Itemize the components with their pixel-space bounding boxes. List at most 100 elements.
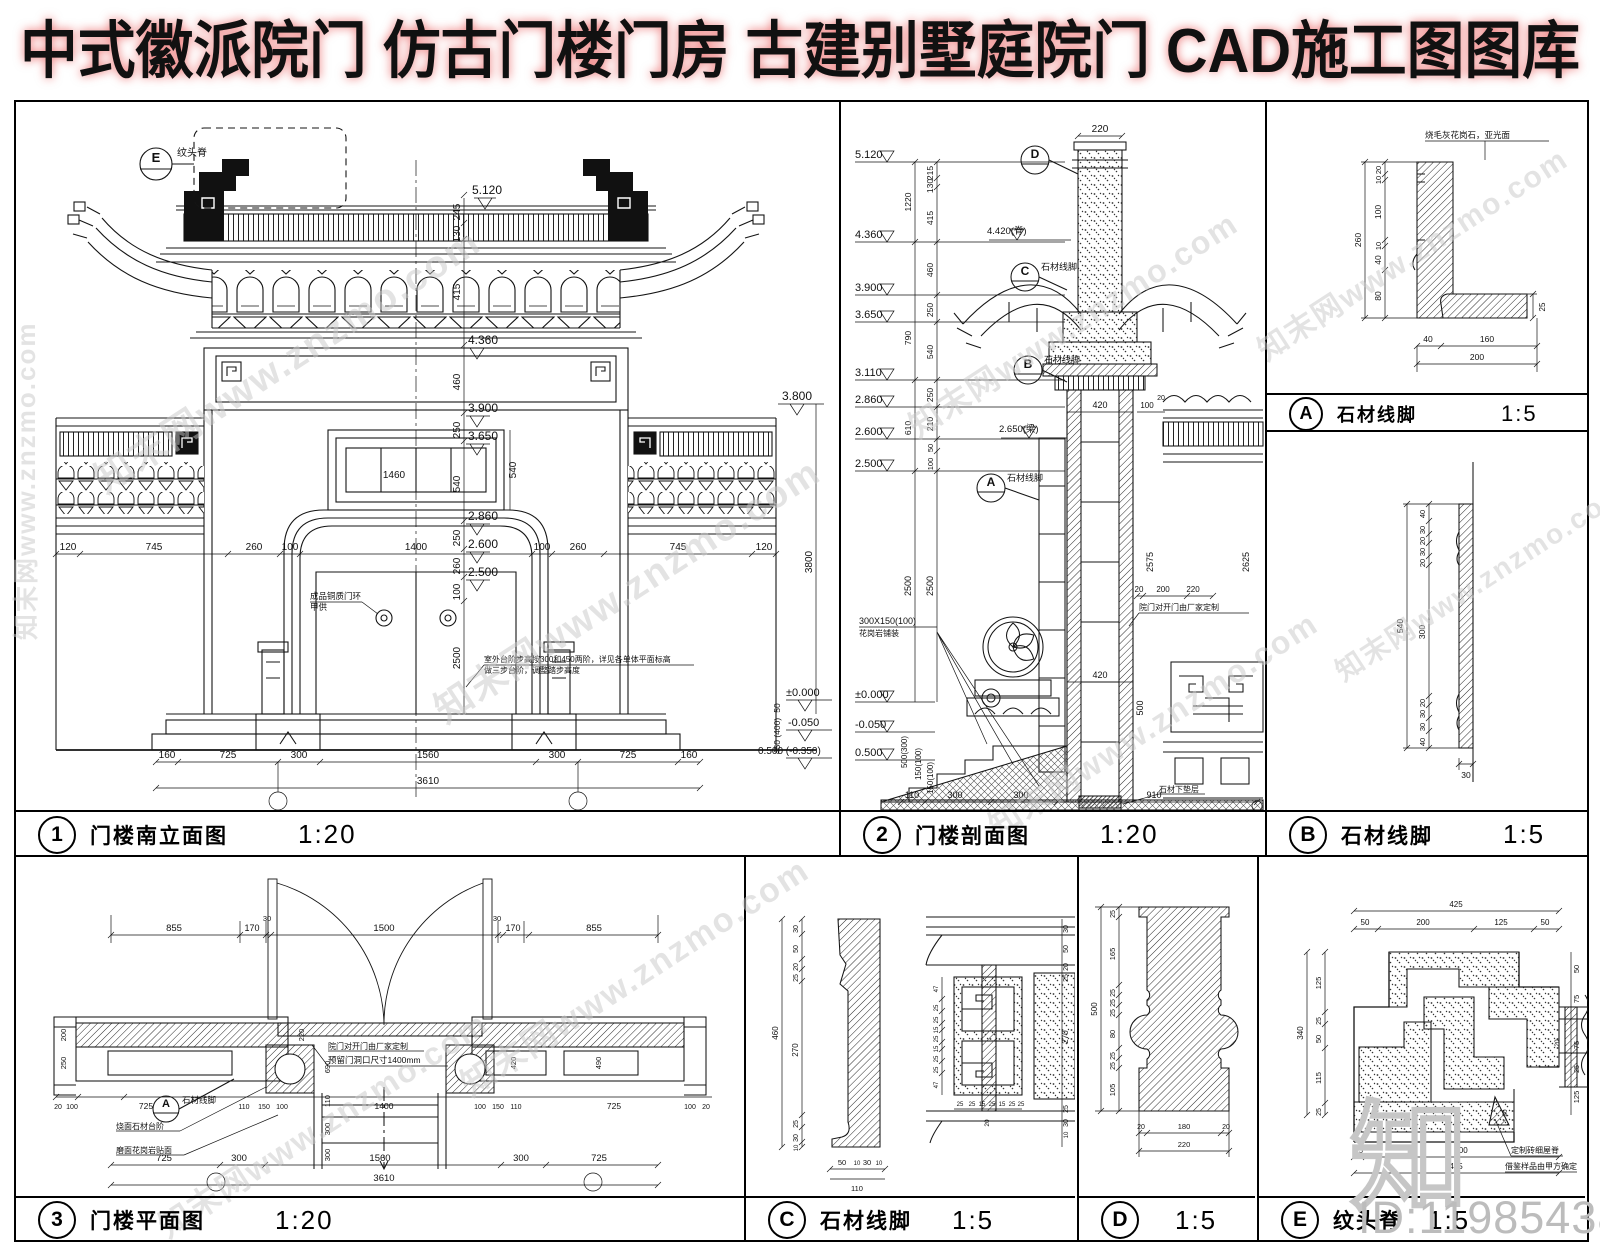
dim: 25 (1110, 999, 1117, 1007)
dim: 610 (903, 421, 913, 435)
level-label: 2.860 (855, 394, 883, 406)
dim: 25 (1110, 989, 1117, 997)
dim: 745 (146, 542, 163, 553)
panel-number: 2 (863, 815, 901, 854)
dim: 100 (452, 583, 463, 600)
dim: 25 (1063, 1105, 1070, 1113)
dim: 125 (1572, 1091, 1581, 1104)
panel-letter: B (1289, 815, 1327, 854)
side-walls (55, 417, 777, 751)
dim: 250 (925, 388, 935, 402)
dim: 25 (934, 1035, 940, 1042)
dim: 130 (925, 179, 935, 193)
steps-ground (880, 745, 1264, 810)
callout-label: 石材线脚 (182, 1095, 216, 1105)
callout-letter: A (987, 475, 996, 489)
dim: 25 (1316, 1108, 1323, 1116)
dim: 540 (452, 475, 463, 492)
dim: 220 (297, 1029, 306, 1042)
level-label: 3.110 (855, 367, 882, 379)
dim: 25 (793, 1120, 800, 1128)
dim: 20 (1418, 537, 1427, 545)
dimension-labels: 5.120 4.360 3.900 3.650 3.110 2.860 2.60… (855, 124, 1251, 800)
dim: 30 (1063, 1119, 1070, 1127)
dim: 300 (1417, 625, 1427, 639)
panel-name: 石材线脚 (1337, 404, 1417, 425)
dimension-lines (1361, 158, 1541, 372)
dim: 30 (493, 914, 501, 923)
note: 烧毛灰花岗石，亚光面 (1425, 130, 1511, 140)
panel-number: 3 (38, 1201, 76, 1239)
dim: 110 (238, 1104, 249, 1111)
panel-scale: 1:20 (1100, 819, 1159, 849)
panel-label-detail-d: D 1:5 (1079, 1196, 1255, 1242)
panel-name: 纹头脊 (1333, 1210, 1402, 1233)
dim: 250 (925, 303, 935, 317)
level-label: 2.860 (468, 509, 498, 523)
door-leaves (267, 878, 493, 1026)
dim: 20 (1418, 699, 1427, 707)
level-label: 5.120 (472, 183, 502, 197)
panel-name: 门楼南立面图 (90, 824, 228, 848)
dim: 250 (59, 1057, 68, 1070)
dim: 50 (1361, 918, 1370, 927)
divider-v2 (1265, 100, 1267, 857)
dim: 180 (1178, 1122, 1191, 1131)
dim: 20 (1137, 1124, 1145, 1131)
dim: 20 (54, 1104, 62, 1111)
column-shaft (1038, 389, 1134, 809)
level-label: -0.050 (788, 717, 819, 729)
dim: 250 (452, 529, 463, 546)
panel-letter: E (1281, 1201, 1319, 1239)
dim: 100 (474, 1104, 486, 1111)
dim: 500(300) (900, 736, 909, 768)
dim: 47 (934, 1081, 940, 1088)
note: 甲供 (310, 602, 328, 612)
dim: 30 (1461, 770, 1471, 780)
dim: 25 (989, 1102, 996, 1108)
level-label: 0.500 (-0.350) (758, 746, 821, 757)
dim: 40 (1418, 510, 1427, 518)
dim: 130 (452, 225, 463, 242)
dim: 2575 (1145, 552, 1155, 572)
dim: 245 (452, 203, 463, 220)
dim: 300 (291, 750, 308, 761)
annotations: 预留门洞口尺寸1400mm 院门对开门由厂家定制 烧面石材台阶 磨面花岗岩贴面 (116, 1041, 448, 1156)
dim: 25 (793, 974, 800, 982)
panel-letter: C (768, 1201, 806, 1239)
right-wall (1162, 394, 1264, 799)
dim: 415 (452, 283, 463, 300)
dim: 20 (1063, 963, 1070, 971)
dim: 420 (1092, 400, 1107, 410)
dim: 200 (1416, 918, 1430, 927)
dim: 100 (684, 1104, 696, 1111)
dim: 500 (1090, 1002, 1099, 1016)
plan-walls (53, 1016, 707, 1171)
dim: 25 (1110, 1009, 1117, 1017)
dim: 25 (1574, 1065, 1581, 1073)
dim: 150(100) (926, 762, 935, 794)
divider-hmid (14, 855, 1587, 857)
dim: 15 (979, 1102, 986, 1108)
annotations: 烧毛灰花岗石，亚光面 (1425, 130, 1549, 160)
dimension-lines (52, 160, 832, 810)
dim: 25 (934, 1066, 940, 1073)
level-label: 3.650 (468, 429, 498, 443)
dim: 20 (1554, 1039, 1561, 1047)
dimension-labels: 40 30 20 30 20 300 20 30 30 40 540 30 (1395, 510, 1471, 780)
dim: 3610 (417, 776, 440, 787)
dim: 40 (1418, 738, 1427, 746)
dim: 30 (1418, 723, 1427, 731)
note: 定制砖细屋脊 (1511, 1145, 1559, 1155)
dim: 1460 (383, 470, 406, 481)
dim: 100 (926, 458, 935, 471)
note: 烧面石材台阶 (116, 1121, 164, 1131)
level-label: 2.650(梁) (999, 423, 1039, 435)
dim: 425 (1449, 900, 1463, 909)
detail-callouts: A 石材线脚 (152, 1078, 235, 1123)
dim: 300 (1013, 790, 1028, 800)
level-label: 3.650 (855, 309, 883, 321)
callout-label: 纹头脊 (177, 146, 207, 159)
divider-v1 (839, 100, 841, 857)
